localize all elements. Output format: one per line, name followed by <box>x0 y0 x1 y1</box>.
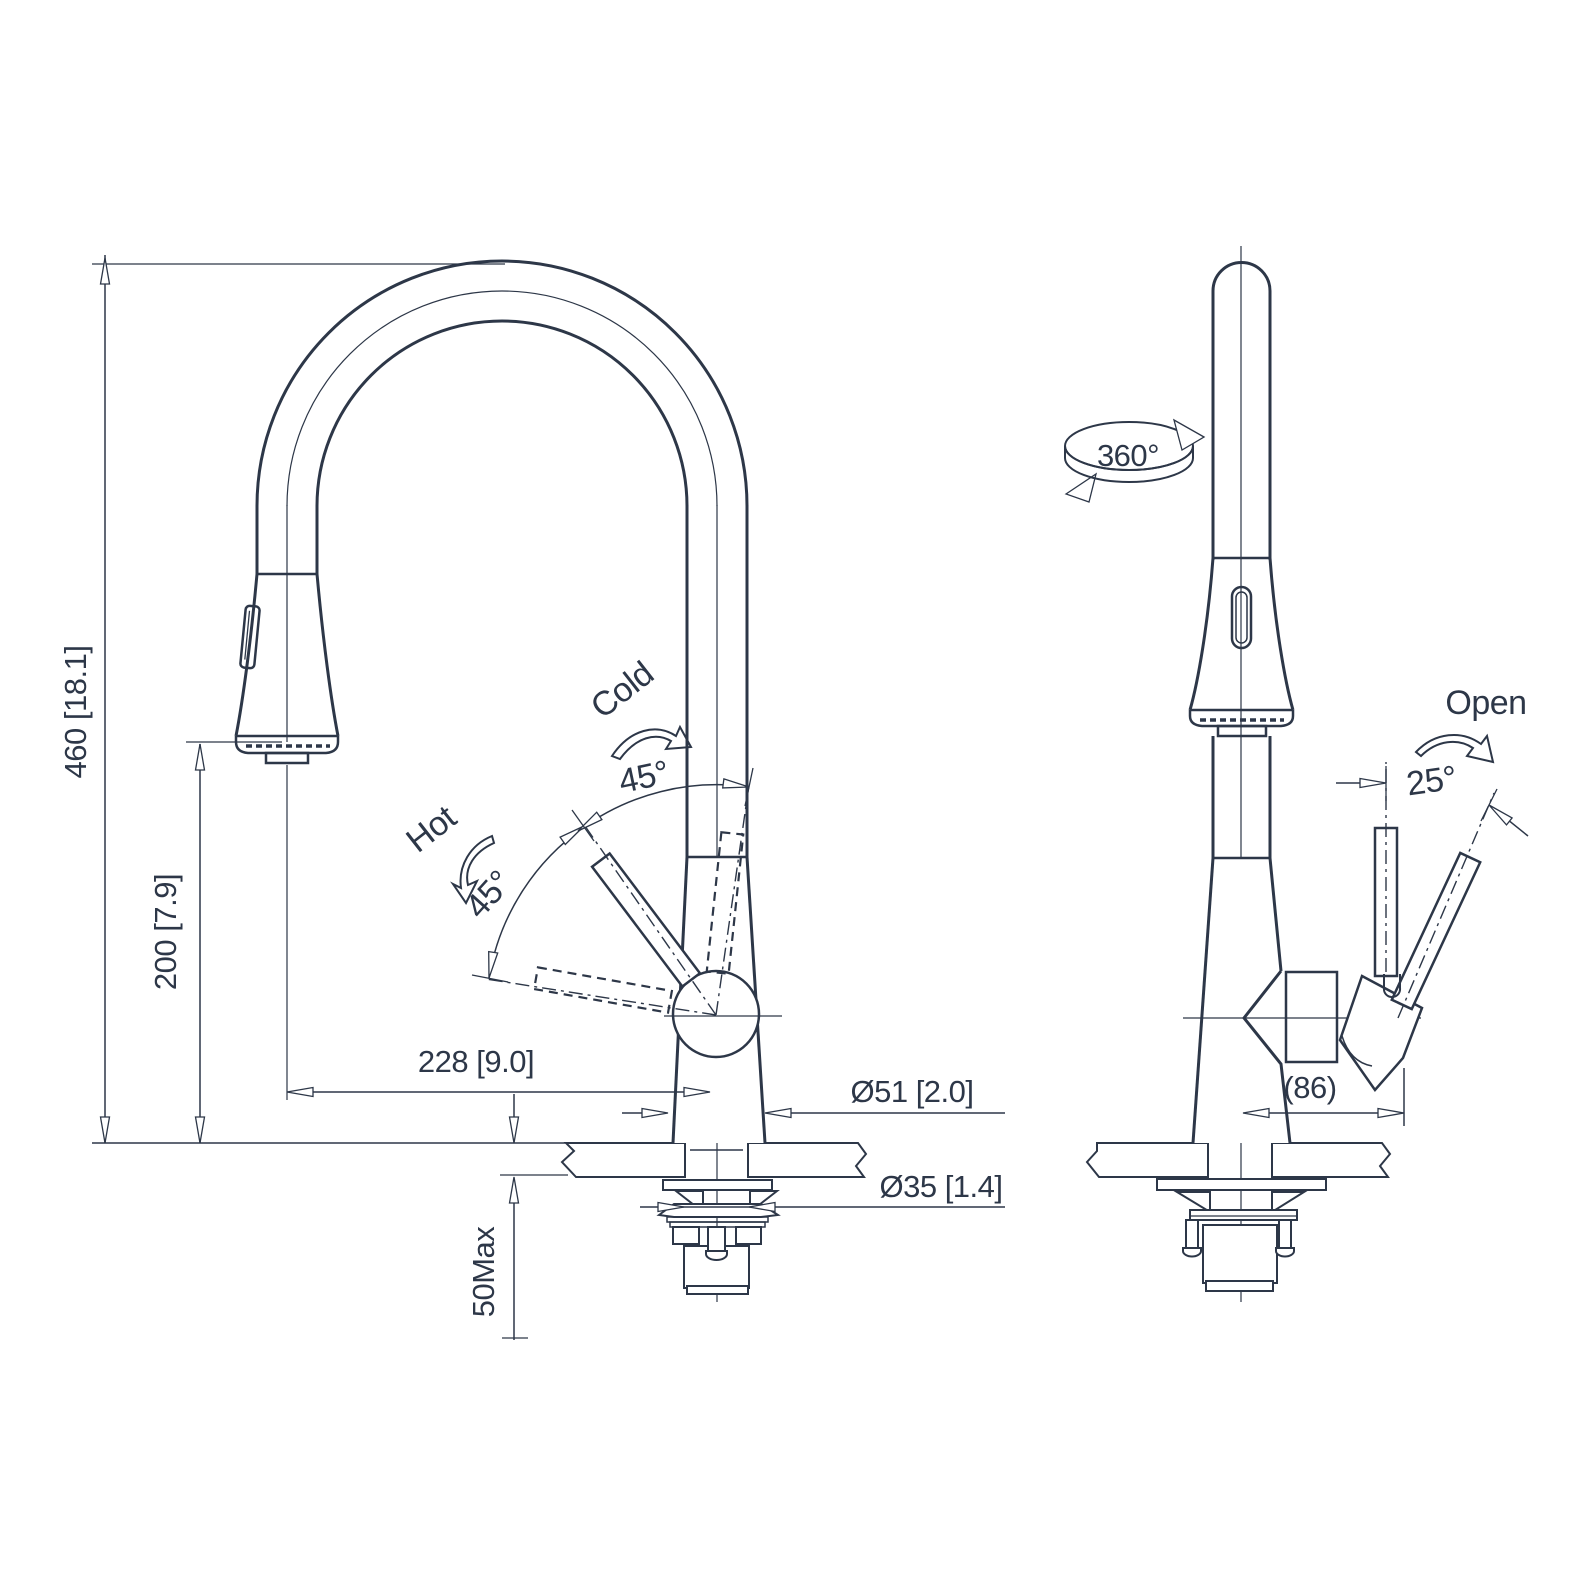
dimension-86: (86) <box>1242 1068 1405 1126</box>
mounting-hardware-side <box>1156 1178 1327 1292</box>
hole-diameter-label: Ø35 [1.4] <box>879 1169 1002 1204</box>
faucet-side-view <box>1183 246 1529 1302</box>
aerator <box>264 751 310 765</box>
dimension-51: Ø51 [2.0] <box>622 1074 1005 1119</box>
spout-height-label: 200 [7.9] <box>148 874 183 990</box>
handle-cold-position <box>705 831 745 975</box>
supply-fitting-side <box>1202 1224 1278 1284</box>
spout-outer-arc <box>255 259 749 507</box>
handle-projection-label: (86) <box>1283 1070 1336 1105</box>
countertop-front-view <box>560 1142 868 1178</box>
counter-thickness-label: 50Max <box>466 1226 501 1318</box>
open-label: Open <box>1445 684 1526 722</box>
hot-rotation-arrow <box>449 834 496 905</box>
faucet-front-view <box>234 259 782 1302</box>
swivel-angle-label: 360° <box>1097 438 1159 473</box>
base-diameter-label: Ø51 [2.0] <box>850 1074 973 1109</box>
dimension-35: Ø35 [1.4] <box>640 1169 1005 1213</box>
spout-reach-label: 228 [9.0] <box>418 1044 534 1079</box>
hot-label: Hot <box>399 798 464 860</box>
spout-centerline-arc <box>286 290 718 507</box>
dimension-200: 200 [7.9] <box>148 741 282 1144</box>
spray-button-side <box>1230 585 1253 650</box>
dimension-228: 228 [9.0] <box>286 765 711 1144</box>
countertop-side-view <box>1085 1142 1392 1178</box>
handle-open-position <box>1390 851 1482 1011</box>
cold-label: Cold <box>584 654 661 726</box>
cold-rotation-arrow <box>610 724 693 761</box>
dimension-50max: 50Max <box>466 1174 568 1340</box>
dimension-460: 460 [18.1] <box>58 255 505 1144</box>
swivel-360-symbol: 360° <box>1064 418 1206 503</box>
escutcheon-flange-side <box>1156 1178 1327 1191</box>
spout-inner-arc <box>315 319 689 507</box>
spray-head-side <box>1188 557 1295 738</box>
mounting-hardware-front <box>656 1149 781 1295</box>
handle-hot-position <box>532 966 674 1014</box>
escutcheon-flange <box>662 1179 773 1191</box>
open-angle-label: 25° <box>1404 759 1459 804</box>
handle-mount-block <box>1284 970 1339 1064</box>
spray-button <box>239 604 261 670</box>
side-column <box>1211 261 1272 560</box>
spray-head-front <box>234 573 340 765</box>
open-rotation-arrow <box>1414 733 1495 764</box>
cold-angle-label: 45° <box>615 753 672 801</box>
overall-height-label: 460 [18.1] <box>58 646 93 779</box>
